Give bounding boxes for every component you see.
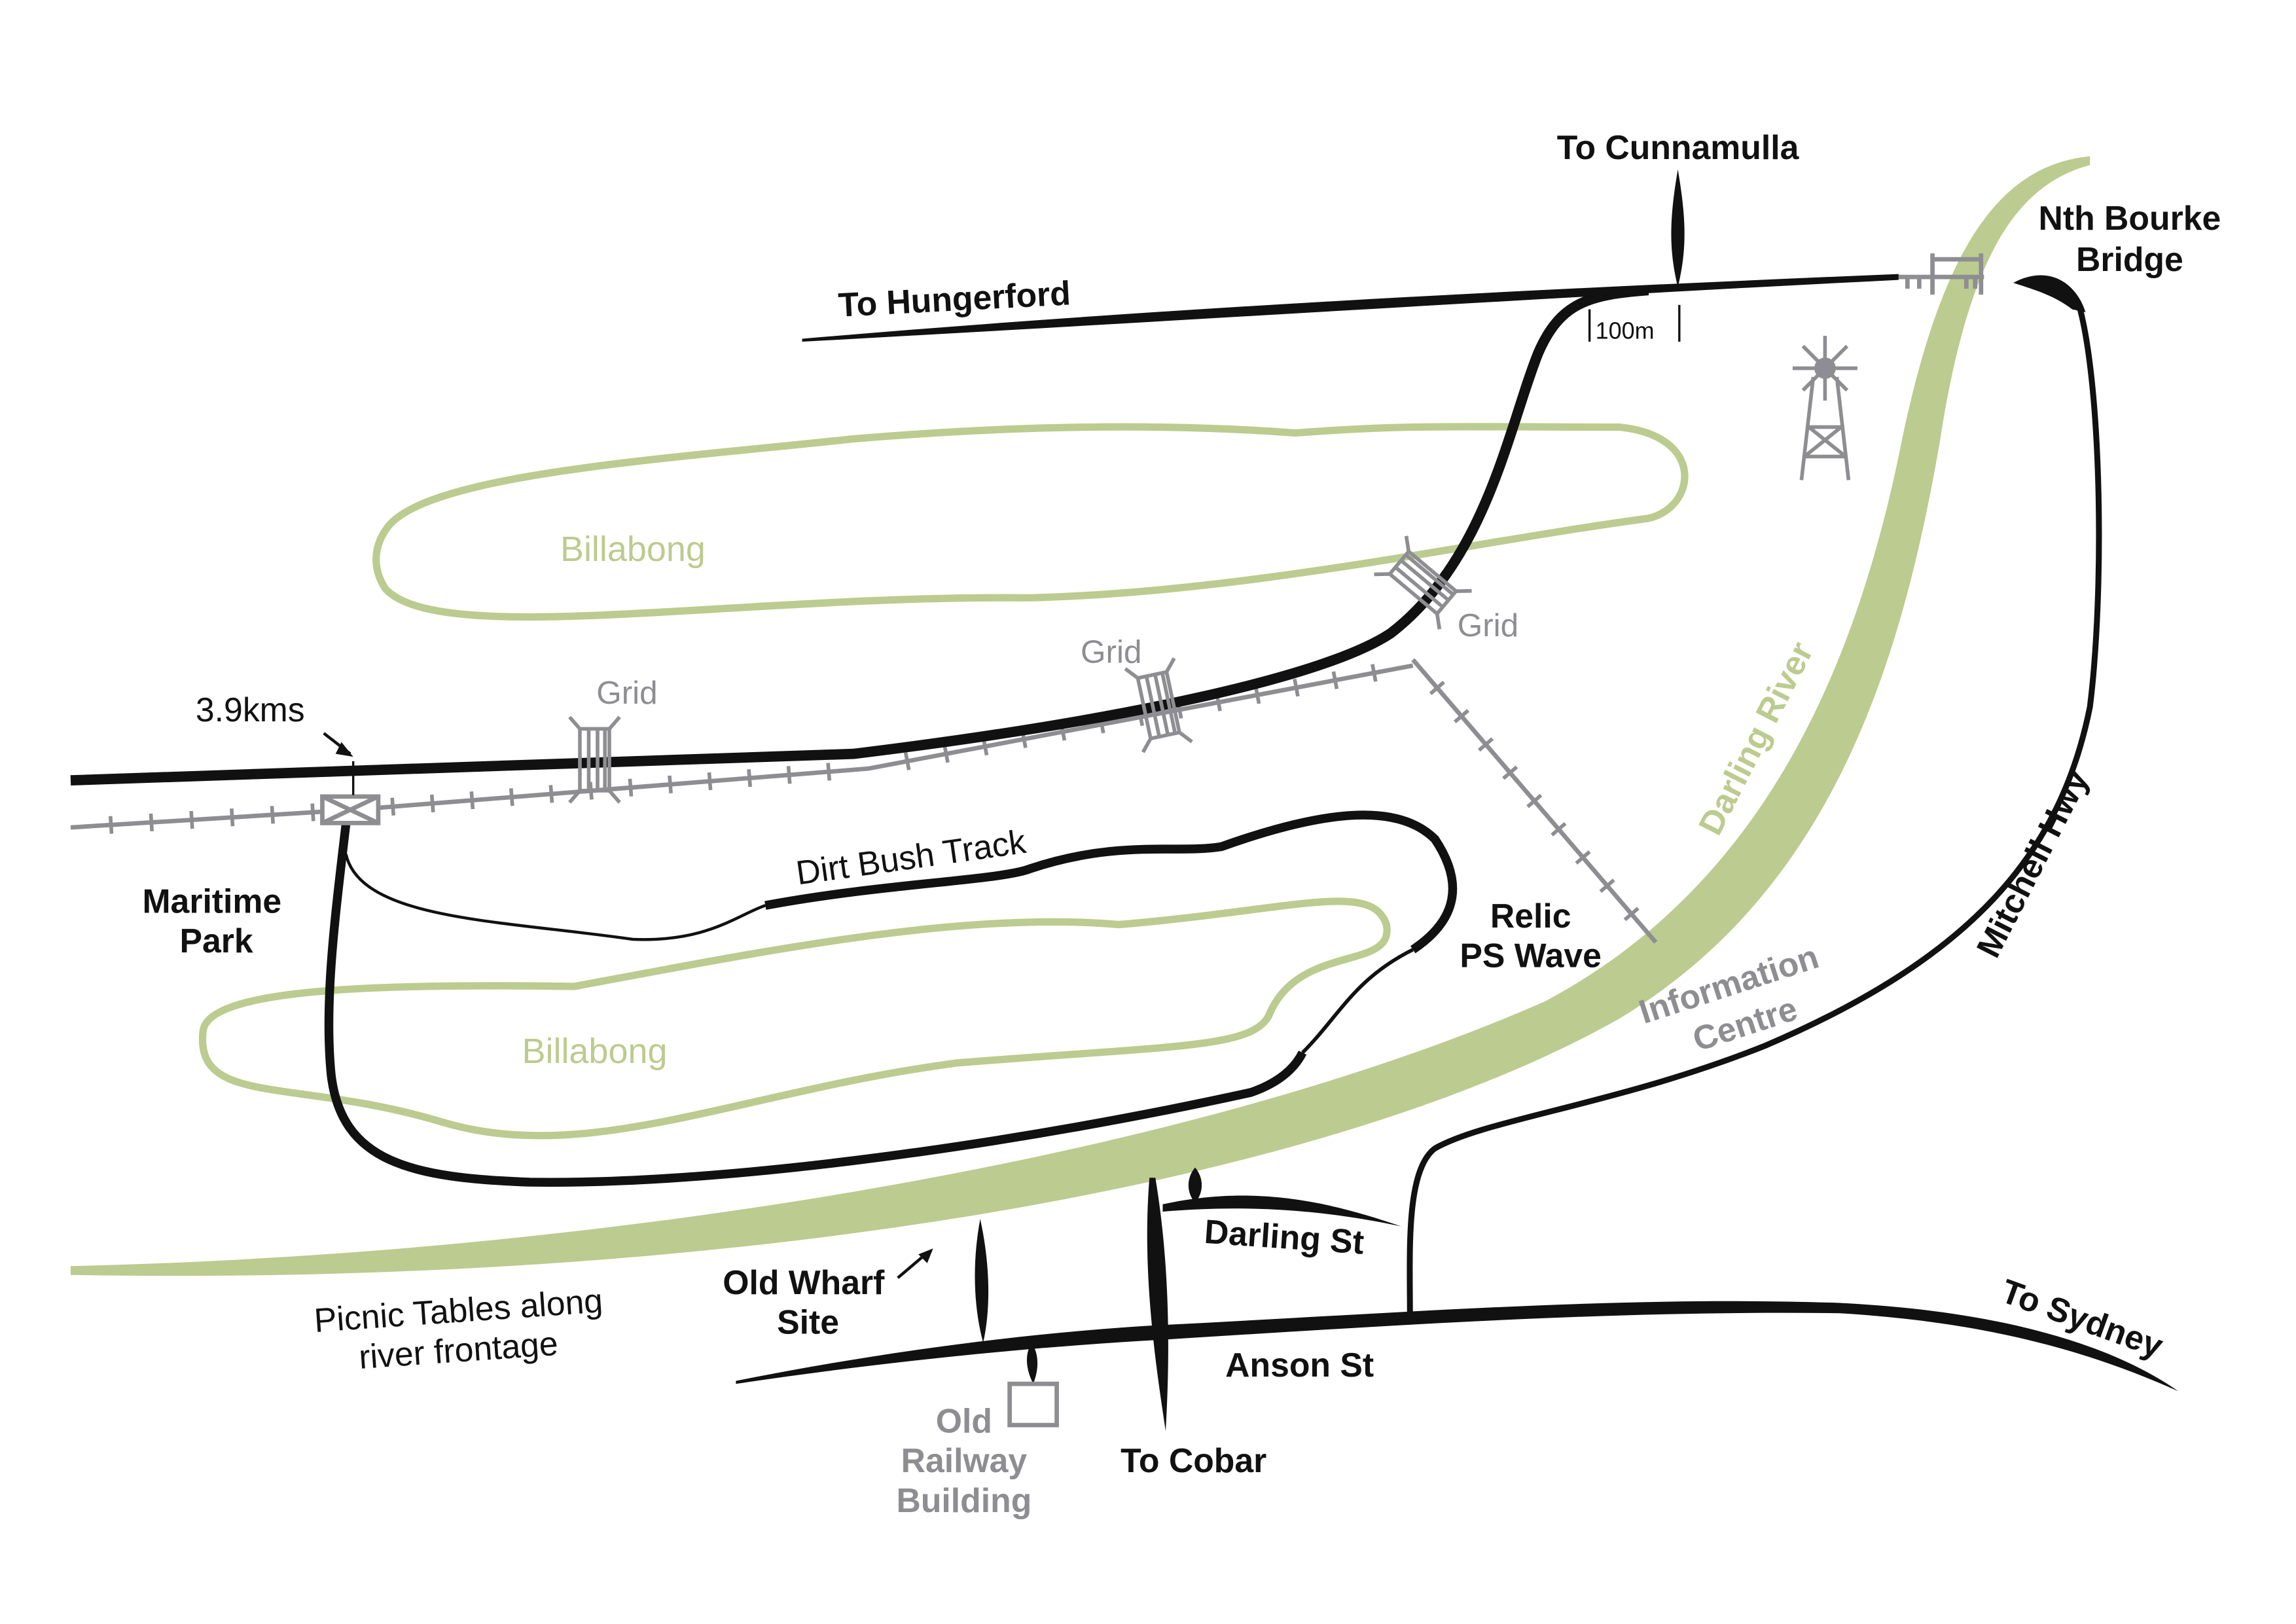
label-100m: 100m: [1596, 317, 1655, 344]
railway-tie: [1478, 737, 1494, 752]
dirt-bush-track: [344, 854, 766, 941]
label-to-cunnamulla: To Cunnamulla: [1557, 128, 1800, 166]
railway-tie: [1551, 821, 1567, 837]
darling-river: [70, 156, 2090, 1276]
label-billabong-upper: Billabong: [560, 530, 706, 569]
railway-tie: [1453, 709, 1470, 724]
railway-tie: [1599, 878, 1615, 893]
railway-tie: [230, 808, 235, 827]
railway-tie: [786, 766, 792, 784]
label-old-railway-building: Old: [936, 1401, 992, 1439]
label-relic-ps-wave: Relic: [1490, 897, 1571, 935]
label-to-hungerford: To Hungerford: [837, 274, 1071, 324]
arrow-head: [335, 742, 353, 757]
windmill-icon: [1792, 336, 1857, 480]
railway-tie: [1331, 671, 1339, 690]
railway-tie: [1502, 765, 1518, 780]
darling-st: [1162, 1195, 1401, 1227]
dirt-bush-track-thick: [764, 810, 1458, 954]
track-loop: [1301, 948, 1414, 1055]
label-relic-ps-wave: PS Wave: [1460, 937, 1602, 975]
building-icon: [1007, 1381, 1059, 1428]
label-nth-bourke-bridge: Bridge: [2076, 240, 2183, 278]
label-grid: Grid: [596, 675, 657, 711]
railway-tie: [826, 763, 832, 781]
railway-tie: [1371, 664, 1378, 682]
billabong-upper: [372, 423, 1689, 621]
railway-tie: [942, 744, 950, 763]
level-crossing-icon: [320, 794, 381, 825]
label-maritime-park: Maritime: [142, 882, 281, 920]
railway-tie: [108, 816, 114, 834]
railway-tie: [1293, 678, 1300, 697]
label-anson-st: Anson St: [1225, 1346, 1374, 1384]
railway-tie: [1575, 850, 1591, 865]
label-billabong-lower: Billabong: [522, 1032, 667, 1071]
road-main: [70, 285, 1649, 786]
railway-tie: [1526, 793, 1543, 808]
railway-line: [70, 658, 1658, 944]
railway-tie: [149, 813, 154, 832]
road-to-cunnamulla: [1671, 169, 1685, 287]
label-maritime-park: Park: [179, 922, 253, 960]
railway-tie: [310, 803, 315, 821]
label-to-cobar: To Cobar: [1121, 1441, 1266, 1479]
label-mitchell-hwy: Mitchell Hwy: [1969, 763, 2096, 964]
railway-tie: [668, 775, 673, 794]
railway-tie: [509, 788, 514, 806]
road-loop: [324, 823, 1307, 1187]
cattle-grid-icon: [568, 715, 621, 804]
label-grid: Grid: [1081, 634, 1141, 670]
darling-st-spur: [1188, 1167, 1202, 1203]
railway-tie: [1253, 685, 1261, 704]
railway-tie: [747, 769, 752, 787]
label-darling-st: Darling St: [1203, 1212, 1365, 1261]
railway-tie: [189, 810, 194, 829]
railway-tie: [903, 752, 911, 770]
distance-marker-100m: [1588, 304, 1681, 342]
label-old-railway-building: Building: [896, 1481, 1031, 1519]
label-nth-bourke-bridge: Nth Bourke: [2039, 199, 2221, 237]
anson-st: [736, 1301, 2179, 1392]
bridge-icon: [1898, 253, 1984, 295]
railway-tie: [1429, 681, 1445, 695]
cattle-grid-icon: [1124, 657, 1193, 753]
railway-tie: [707, 772, 713, 791]
mitchell-hwy: [2013, 275, 2086, 313]
mitchell-hwy-road: [1407, 301, 2102, 1318]
railway-tie: [390, 797, 396, 816]
railway-tie: [548, 785, 554, 803]
label-old-wharf-site: Site: [777, 1303, 839, 1341]
railway-building-spur: [1026, 1343, 1038, 1384]
wharf-road: [975, 1219, 989, 1343]
road-to-hungerford: [802, 274, 1899, 342]
railway-tie: [270, 806, 275, 824]
billabong-lower: [198, 897, 1391, 1140]
label-grid: Grid: [1458, 607, 1518, 643]
railway-tie: [429, 794, 435, 813]
label-3-9kms: 3.9kms: [196, 691, 305, 729]
arrow-head: [918, 1248, 933, 1263]
label-old-railway-building: Railway: [901, 1441, 1028, 1479]
railway-tie: [1623, 907, 1640, 922]
railway-tie: [469, 791, 475, 810]
label-old-wharf-site: Old Wharf: [723, 1263, 885, 1301]
road-to-cobar: [1147, 1178, 1168, 1432]
railway-tie: [628, 778, 634, 797]
cattle-grid-icon: [1374, 535, 1472, 630]
